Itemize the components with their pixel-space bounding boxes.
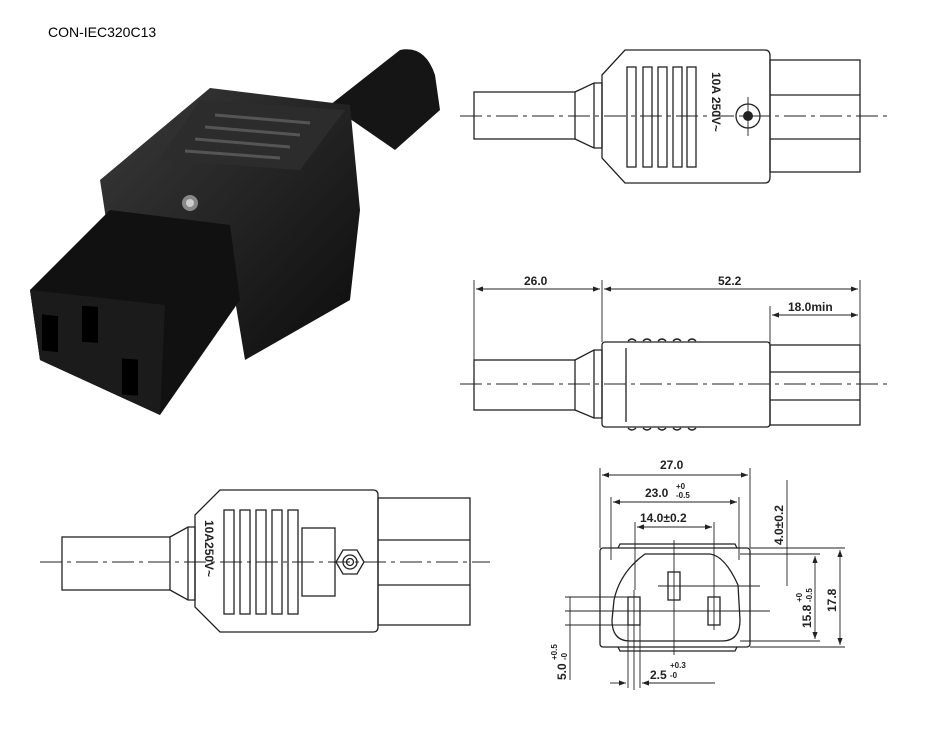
bottom-view-marking: 10A250V~ [202, 520, 216, 577]
tolerance-minus: -0.5 [805, 588, 814, 602]
dim-top: 4.0±0.2 [772, 505, 786, 545]
part-number-title: CON-IEC320C13 [48, 24, 157, 40]
side-view-drawing: 26.0 52.2 18.0min [460, 274, 890, 431]
dim-pin-height: 5.0 [555, 663, 569, 680]
tolerance-plus: +0 [795, 592, 804, 602]
dim-height-outer: 17.8 [825, 588, 839, 612]
dim-width-inner: 23.0 [645, 486, 669, 500]
tolerance-plus: +0.3 [670, 661, 686, 670]
dim-pin-width: 2.5 [650, 668, 667, 682]
tolerance-minus: -0 [670, 671, 678, 680]
tolerance-plus: +0 [676, 482, 686, 491]
dim-body-length: 52.2 [718, 274, 742, 288]
product-photo [30, 49, 440, 415]
bottom-view-drawing: 10A250V~ [40, 489, 490, 633]
dim-pin-length: 18.0min [788, 300, 833, 314]
dim-pin-spacing: 14.0±0.2 [640, 511, 687, 525]
top-view-marking: 10A 250V~ [709, 72, 723, 132]
front-view-drawing: 27.0 23.0 +0 -0.5 14.0±0.2 4.0±0.2 15.8 … [550, 458, 845, 690]
tolerance-minus: -0.5 [676, 491, 690, 500]
tolerance-minus: -0 [560, 652, 569, 660]
top-view-drawing: 10A 250V~ [460, 49, 890, 184]
dim-cable-length: 26.0 [524, 274, 548, 288]
dim-height-inner: 15.8 [800, 604, 814, 628]
tolerance-plus: +0.5 [550, 644, 559, 660]
dim-width-outer: 27.0 [660, 458, 684, 472]
